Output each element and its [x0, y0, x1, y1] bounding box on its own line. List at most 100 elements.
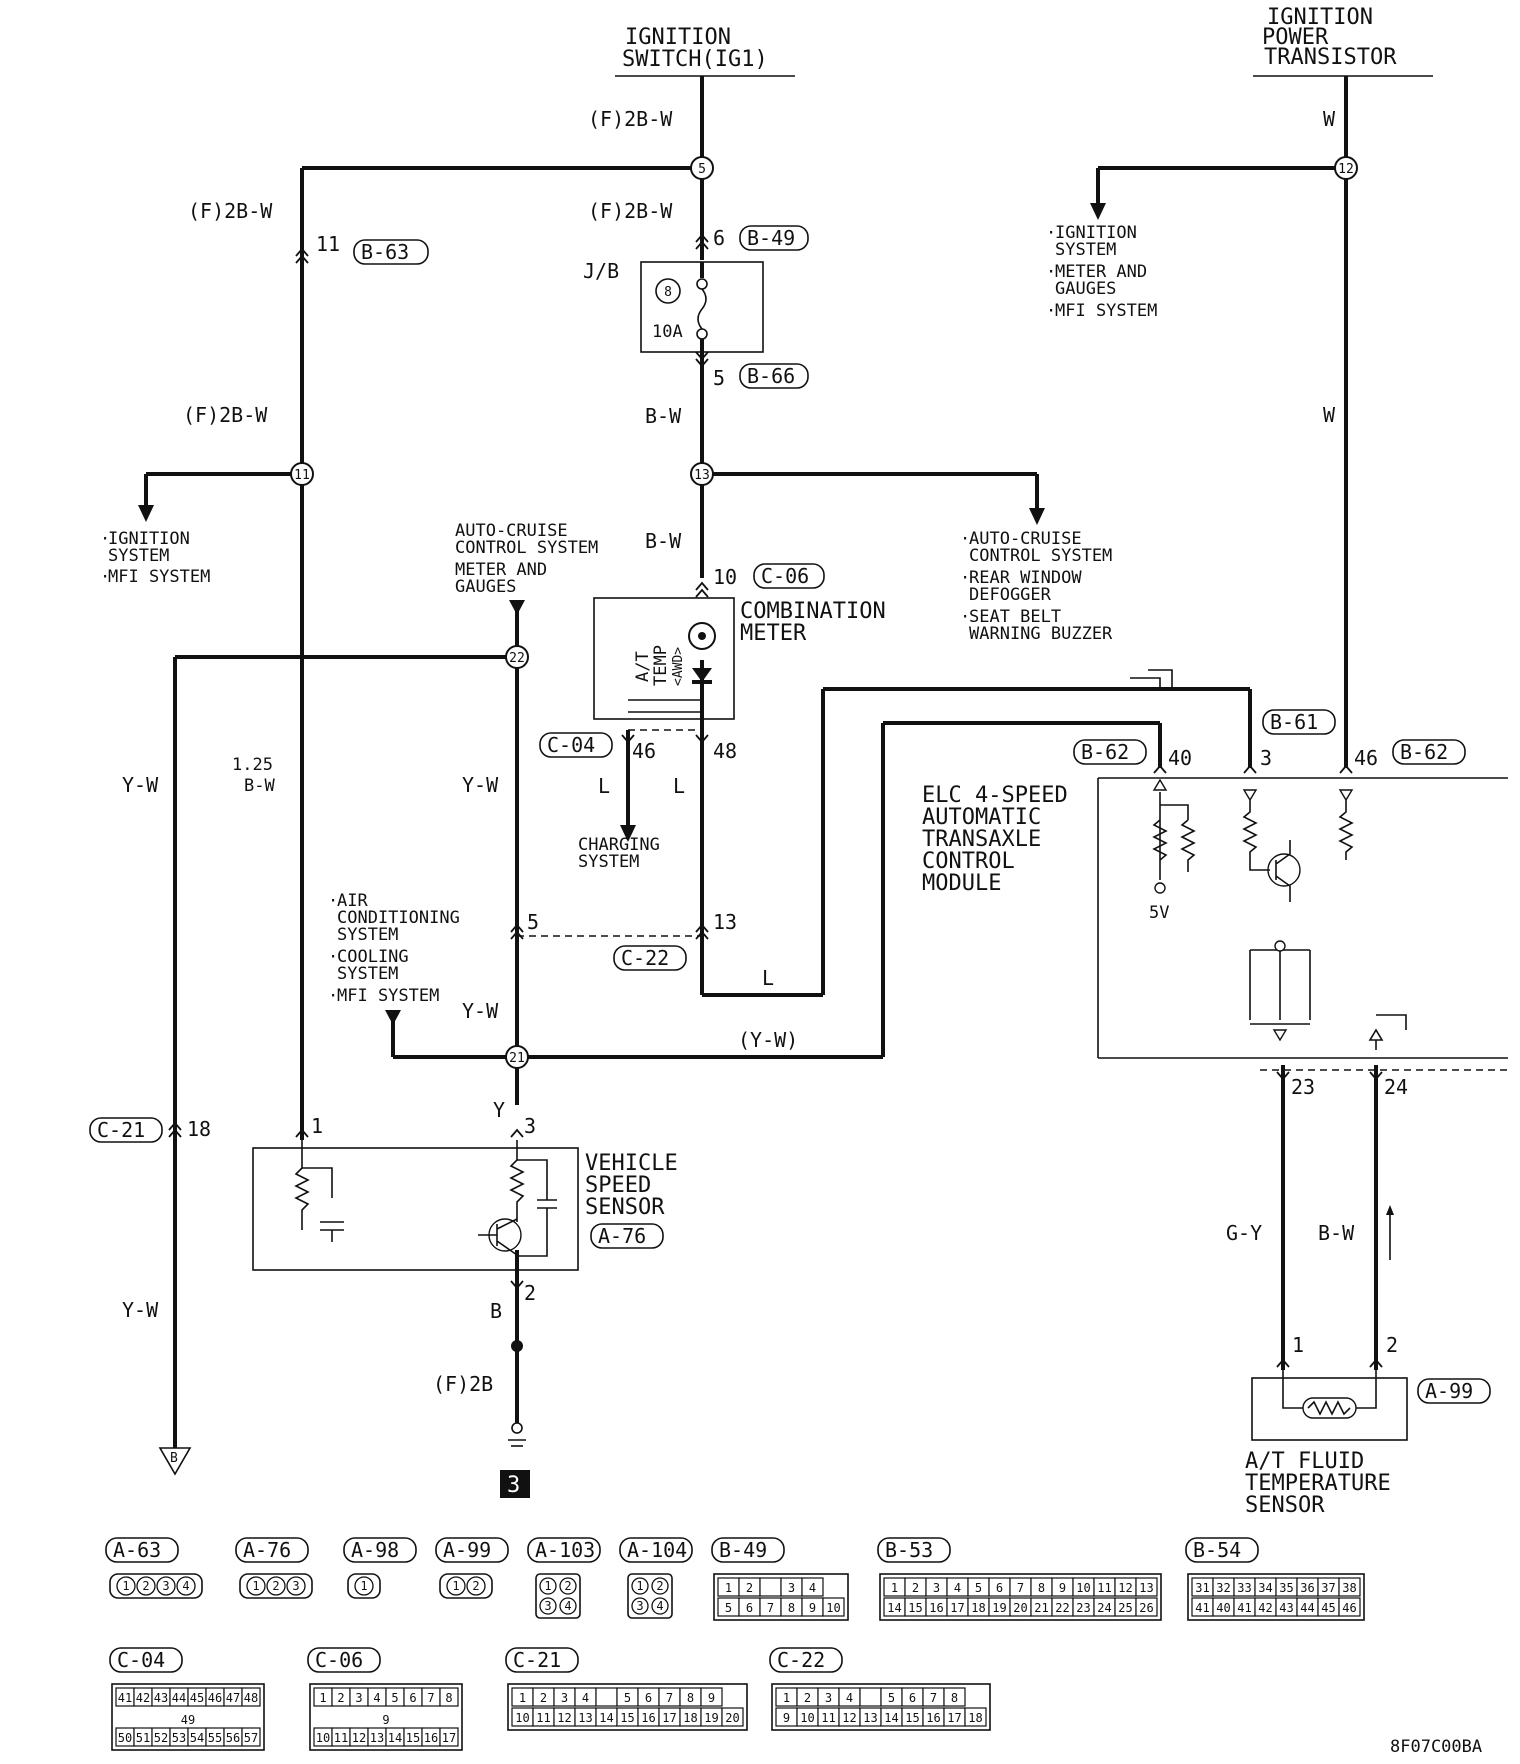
pin-numbers: 6 11 5 10 46 48 13 5 18 1 3 2 40 3 46 23…: [187, 226, 1408, 1357]
legend-pin: 5: [975, 1581, 982, 1595]
svg-text:REAR WINDOW: REAR WINDOW: [969, 568, 1082, 588]
wires: [144, 76, 1378, 1448]
svg-text:·: ·: [1046, 262, 1056, 282]
legend-pin: 5: [391, 1691, 398, 1705]
svg-text:B-W: B-W: [1318, 1221, 1355, 1245]
svg-text:·: ·: [100, 529, 110, 549]
legend-pin: 5: [888, 1691, 895, 1705]
svg-text:MFI SYSTEM: MFI SYSTEM: [108, 567, 210, 587]
dest-cruise-right: · AUTO-CRUISE CONTROL SYSTEM · REAR WIND…: [960, 529, 1113, 644]
ground-3: 3: [500, 1340, 530, 1498]
svg-text:48: 48: [713, 739, 737, 763]
legend-pin: 7: [666, 1691, 673, 1705]
connector-b61: B-61: [1262, 709, 1336, 735]
svg-text:C-04: C-04: [547, 733, 595, 757]
svg-text:GAUGES: GAUGES: [455, 577, 516, 597]
connector-b62-right: B-62: [1392, 739, 1466, 765]
svg-text:23: 23: [1291, 1075, 1315, 1099]
legend-pin: 6: [909, 1691, 916, 1705]
dest-aircon: · AIR CONDITIONING SYSTEM · COOLING SYST…: [328, 891, 460, 1006]
legend-pin: 1: [783, 1691, 790, 1705]
legend-pin: 2: [656, 1579, 663, 1593]
svg-text:IGNITION: IGNITION: [625, 25, 731, 50]
pin-chevrons: [168, 233, 1383, 1368]
wire-labels: (F)2B-W (F)2B-W (F)2B-W (F)2B-W B-W B-W …: [122, 107, 1355, 1396]
svg-text:MFI SYSTEM: MFI SYSTEM: [337, 986, 439, 1006]
off-page-arrow-b: B: [158, 1447, 192, 1476]
svg-text:·: ·: [1046, 301, 1056, 321]
svg-text:B-61: B-61: [1270, 710, 1318, 734]
svg-text:46: 46: [632, 739, 656, 763]
legend-pin: 13: [863, 1711, 877, 1725]
svg-text:AIR: AIR: [337, 891, 368, 911]
svg-text:6: 6: [713, 226, 725, 250]
legend-label-c22: C-22: [777, 1648, 825, 1672]
legend-pin: 43: [154, 1691, 168, 1705]
svg-text:B-62: B-62: [1081, 740, 1129, 764]
svg-text:CONDITIONING: CONDITIONING: [337, 908, 460, 928]
svg-text:A-99: A-99: [1425, 1379, 1473, 1403]
legend-pin: 4: [582, 1691, 589, 1705]
ignition-switch-label: IGNITION SWITCH(IG1): [615, 25, 795, 77]
svg-text:MFI SYSTEM: MFI SYSTEM: [1055, 301, 1157, 321]
legend-pin: 7: [930, 1691, 937, 1705]
svg-text:·: ·: [328, 947, 338, 967]
svg-text:ELC 4-SPEED: ELC 4-SPEED: [922, 783, 1068, 808]
svg-text:1: 1: [311, 1114, 323, 1138]
connector-b62-left: B-62: [1073, 739, 1147, 765]
svg-text:G-Y: G-Y: [1226, 1221, 1262, 1245]
legend-pin: 8: [1038, 1581, 1045, 1595]
legend-pin: 3: [544, 1599, 551, 1613]
svg-text:40: 40: [1168, 746, 1192, 770]
svg-text:SYSTEM: SYSTEM: [1055, 240, 1116, 260]
legend-pin: 16: [926, 1711, 940, 1725]
svg-text:(F)2B: (F)2B: [433, 1372, 493, 1396]
svg-text:·: ·: [328, 891, 338, 911]
svg-text:MODULE: MODULE: [922, 871, 1001, 896]
svg-text:5V: 5V: [1149, 903, 1169, 923]
junction-node-11: 11: [290, 462, 314, 486]
legend-pin: 14: [887, 1601, 901, 1615]
legend-label-a98: A-98: [351, 1538, 399, 1562]
connector-c06: C-06: [753, 563, 825, 589]
legend-pin: 9: [809, 1601, 816, 1615]
legend-pin: 4: [182, 1579, 189, 1593]
svg-text:AUTO-CRUISE: AUTO-CRUISE: [969, 529, 1082, 549]
legend-pin: 3: [825, 1691, 832, 1705]
vehicle-speed-sensor: VEHICLE SPEED SENSOR: [252, 1140, 678, 1271]
legend-pin: 36: [1300, 1581, 1314, 1595]
legend-pin: 11: [821, 1711, 835, 1725]
dest-charging: CHARGING SYSTEM: [578, 835, 660, 872]
legend-label-a99: A-99: [443, 1538, 491, 1562]
svg-text:11: 11: [316, 232, 340, 256]
svg-text:GAUGES: GAUGES: [1055, 279, 1116, 299]
legend-label-a103: A-103: [535, 1538, 595, 1562]
svg-text:TEMPERATURE: TEMPERATURE: [1245, 1471, 1391, 1496]
legend-pin: 9: [783, 1711, 790, 1725]
svg-text:SYSTEM: SYSTEM: [108, 546, 169, 566]
legend-pin: 6: [746, 1601, 753, 1615]
svg-text:DEFOGGER: DEFOGGER: [969, 585, 1052, 605]
legend-pin: 4: [656, 1599, 663, 1613]
svg-text:IGNITION: IGNITION: [1267, 5, 1373, 30]
legend-pin: 3: [561, 1691, 568, 1705]
legend-pin: 51: [136, 1731, 150, 1745]
legend-pin: 44: [172, 1691, 186, 1705]
legend-pin: 19: [992, 1601, 1006, 1615]
svg-text:11: 11: [294, 468, 310, 483]
legend-pin: 3: [636, 1599, 643, 1613]
svg-text:POWER: POWER: [1262, 25, 1329, 50]
svg-text:18: 18: [187, 1117, 211, 1141]
svg-text:21: 21: [509, 1051, 525, 1066]
legend-pin: 18: [683, 1711, 697, 1725]
legend-pin: 20: [1013, 1601, 1027, 1615]
connector-c21: C-21: [89, 1117, 163, 1143]
svg-text:CONTROL SYSTEM: CONTROL SYSTEM: [969, 546, 1112, 566]
legend-pin: 11: [1097, 1581, 1111, 1595]
legend-label-b54: B-54: [1193, 1538, 1241, 1562]
legend-pin: 52: [154, 1731, 168, 1745]
svg-text:B-49: B-49: [747, 226, 795, 250]
svg-text:2: 2: [1386, 1333, 1398, 1357]
